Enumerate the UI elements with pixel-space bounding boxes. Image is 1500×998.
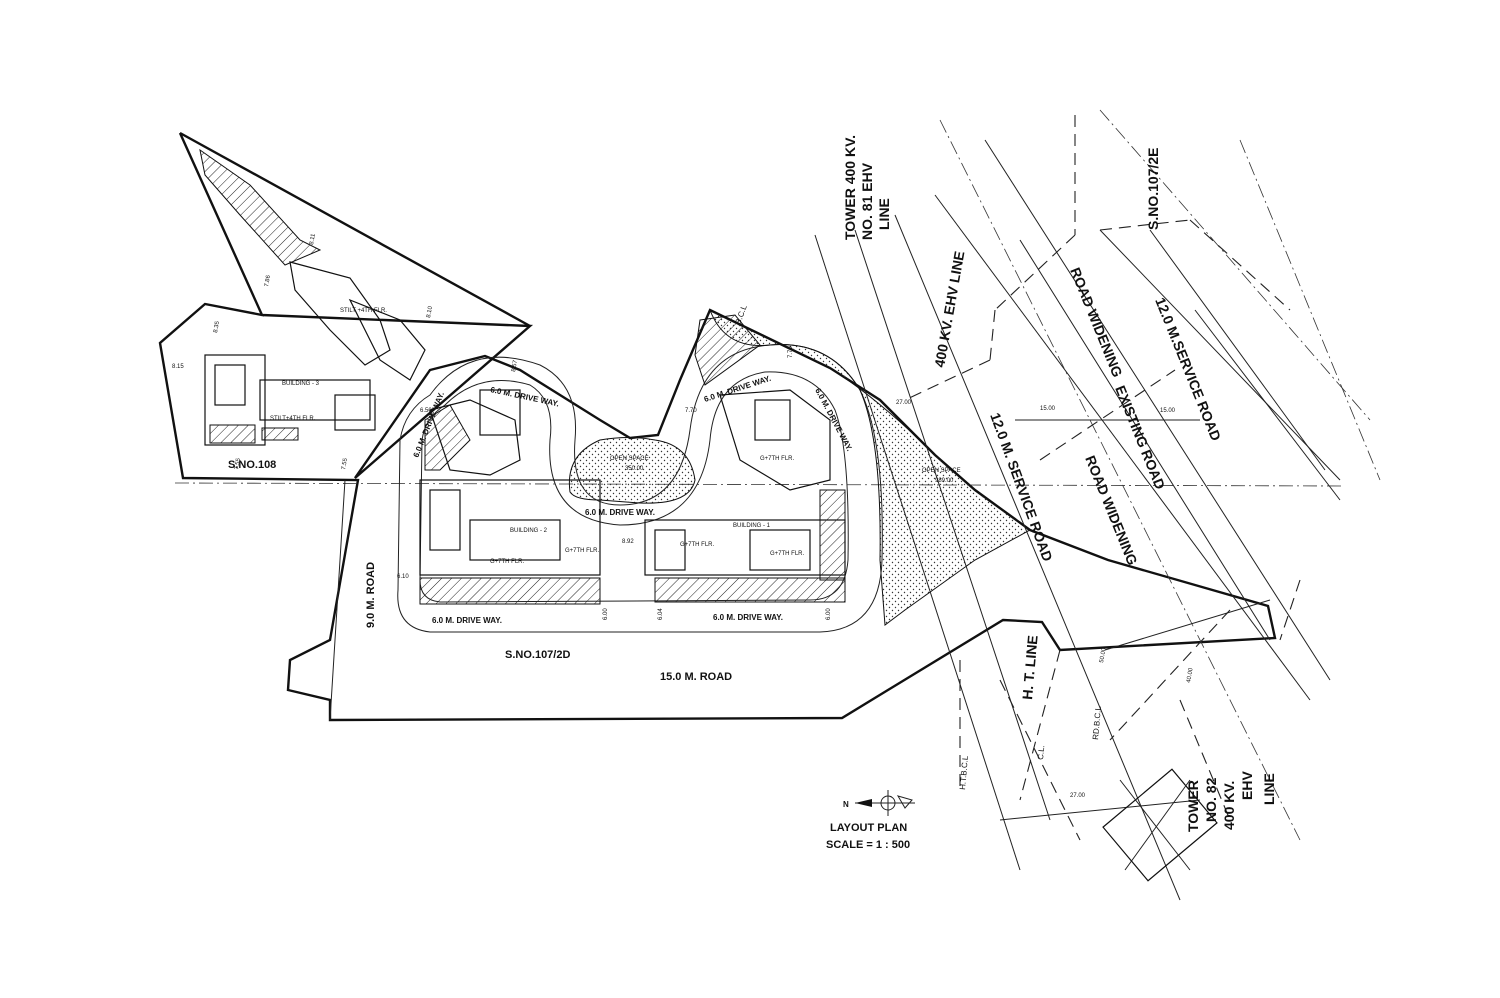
dim-8-35: 8.35 bbox=[213, 320, 221, 333]
building-2 bbox=[419, 389, 601, 605]
g7-b2b: G+7TH FLR. bbox=[490, 559, 525, 565]
dim-6-04: 6.04 bbox=[658, 608, 664, 620]
tower82-line3: 400 KV. bbox=[1221, 781, 1237, 830]
sno-107-2d: S.NO.107/2D bbox=[505, 649, 570, 661]
dim-7-70b: 7.70 bbox=[788, 346, 794, 358]
tower81-line1: TOWER 400 KV. bbox=[842, 135, 858, 240]
g7-b2a: G+7TH FLR. bbox=[565, 548, 600, 554]
tower81-line3: LINE bbox=[876, 198, 892, 230]
open-space-2-area: 989.00 bbox=[935, 478, 954, 484]
dim-8-15: 8.15 bbox=[172, 364, 184, 370]
dim-7-70a: 7.70 bbox=[685, 408, 697, 414]
building-1-label: BUILDING - 1 bbox=[733, 523, 771, 529]
road-9m-edge bbox=[329, 479, 346, 721]
drive-center: 6.0 M. DRIVE WAY. bbox=[585, 508, 655, 517]
dim-6-10: 6.10 bbox=[397, 574, 409, 580]
tower81-line2: NO. 81 EHV bbox=[859, 162, 875, 240]
layout-plan-scale: SCALE = 1 : 500 bbox=[826, 839, 910, 851]
parking-north bbox=[199, 148, 322, 266]
layout-plan-title: LAYOUT PLAN bbox=[830, 822, 907, 834]
line-network bbox=[814, 109, 1381, 901]
tower-82-label: TOWER NO. 82 400 KV. EHV LINE bbox=[1185, 771, 1277, 832]
bcl-top: B.C.L bbox=[733, 303, 748, 325]
dim-40-00: 40.00 bbox=[1186, 667, 1195, 683]
north-arrow: N bbox=[843, 790, 915, 816]
dim-15-00a: 15.00 bbox=[1040, 406, 1056, 412]
dim-15-00b: 15.00 bbox=[1160, 408, 1176, 414]
drive-right-b1: 6.0 M. DRIVE WAY. bbox=[813, 387, 854, 453]
reference-line bbox=[174, 482, 1346, 487]
rd-bcl-label: RD.B.C.L bbox=[1091, 705, 1103, 740]
road-9m-label: 9.0 M. ROAD bbox=[365, 562, 377, 628]
drive-left-bottom: 6.0 M. DRIVE WAY. bbox=[432, 616, 502, 625]
tower82-line5: LINE bbox=[1261, 773, 1277, 805]
building-2-label: BUILDING - 2 bbox=[510, 528, 548, 534]
g7-b1a: G+7TH FLR. bbox=[680, 542, 715, 548]
dim-6-00b: 6.00 bbox=[826, 608, 832, 620]
dim-7-86: 7.86 bbox=[264, 274, 272, 287]
open-space-2 bbox=[709, 309, 1031, 626]
north-boundary bbox=[179, 131, 531, 328]
north-letter: N bbox=[843, 800, 849, 809]
dim-7-55b: 7.55 bbox=[341, 457, 349, 470]
dim-8-11: 8.11 bbox=[309, 233, 317, 246]
tower82-line4: EHV bbox=[1239, 771, 1255, 800]
dim-27-00b: 27.00 bbox=[1070, 793, 1086, 799]
tower82-line2: NO. 82 bbox=[1203, 777, 1219, 822]
dim-27-00a: 27.00 bbox=[896, 400, 912, 406]
site-boundary bbox=[158, 132, 1277, 722]
cl-label: C.L. bbox=[1036, 745, 1046, 760]
existing-road-label: EXISTING ROAD bbox=[1112, 383, 1168, 491]
open-space-1-label: OPEN SPACE bbox=[610, 456, 649, 462]
open-space-1-area: 350.00 bbox=[625, 466, 644, 472]
dim-6-50: 6.50 bbox=[420, 408, 432, 414]
sno-107-2e: S.NO.107/2E bbox=[1145, 148, 1161, 231]
building-3 bbox=[204, 261, 426, 446]
tower-82 bbox=[1102, 768, 1218, 882]
road-widening-2: ROAD WIDENING bbox=[1082, 453, 1141, 567]
dim-8-10: 8.10 bbox=[426, 305, 434, 318]
htbcl-label: H.T.B.C.L bbox=[958, 755, 970, 790]
building-3-label: BUILDING - 3 bbox=[282, 381, 320, 387]
ht-line-label: H. T. LINE bbox=[1019, 635, 1041, 701]
sno-108: S.NO.108 bbox=[228, 459, 276, 471]
building-1 bbox=[644, 314, 846, 603]
stilt-b3-label: STILT +4TH FLR. bbox=[340, 308, 387, 314]
g7-b1c: G+7TH FLR. bbox=[760, 456, 795, 462]
dim-8-57: 8.57 bbox=[511, 359, 519, 372]
ehv-line-label: 400 KV. EHV LINE bbox=[931, 250, 967, 369]
drive-right-bottom: 6.0 M. DRIVE WAY. bbox=[713, 613, 783, 622]
stilt-b3b-label: STILT+4TH FLR. bbox=[270, 416, 316, 422]
g7-b1b: G+7TH FLR. bbox=[770, 551, 805, 557]
tower82-line1: TOWER bbox=[1185, 780, 1201, 832]
dim-6-00a: 6.00 bbox=[603, 608, 609, 620]
dim-8-92: 8.92 bbox=[622, 539, 634, 545]
road-15m-label: 15.0 M. ROAD bbox=[660, 671, 732, 683]
dim-50-00: 50.00 bbox=[1099, 647, 1108, 663]
dim-7-55a: 7.55 bbox=[234, 457, 242, 470]
tower-81-label: TOWER 400 KV. NO. 81 EHV LINE bbox=[842, 135, 892, 240]
open-space-2-label: OPEN SPACE bbox=[922, 468, 961, 474]
